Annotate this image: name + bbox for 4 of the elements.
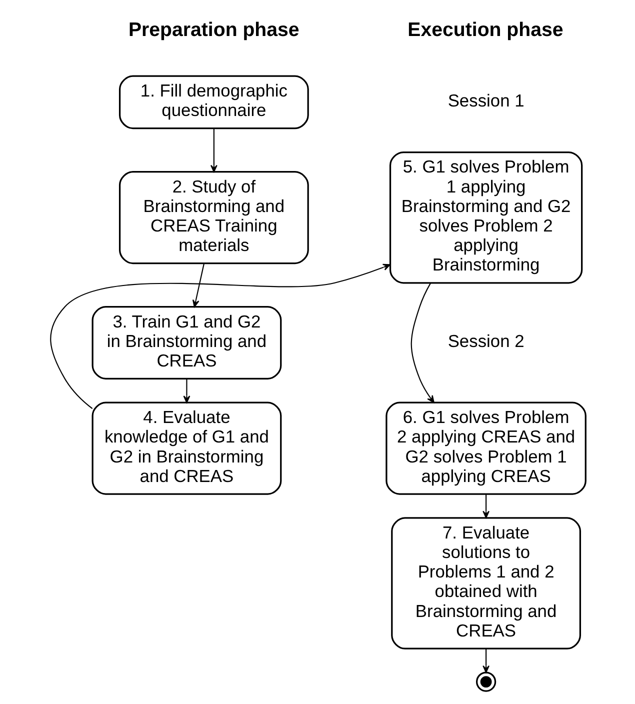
node-label: Session 2 [447,330,524,351]
label: Execution phase [407,19,563,42]
node-label: Session 1 [447,90,524,110]
label: Preparation phase [128,19,299,42]
